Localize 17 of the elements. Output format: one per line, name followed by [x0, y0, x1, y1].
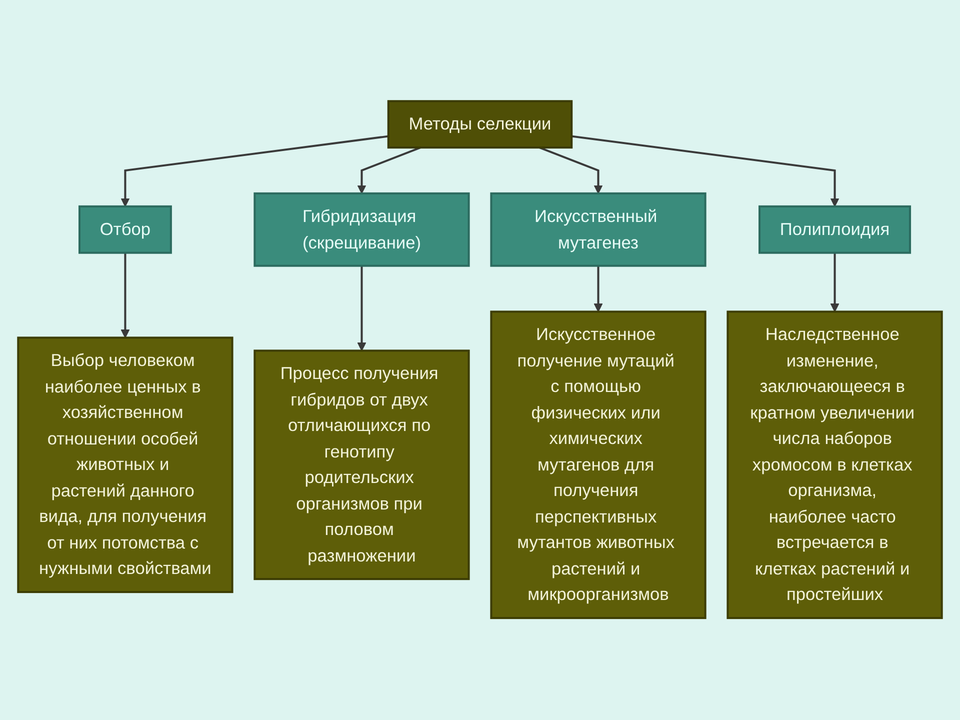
arrow [120, 136, 389, 208]
arrow [571, 136, 840, 208]
node-box: Полиплоидия [758, 206, 912, 254]
arrow [120, 253, 130, 338]
node-box: Наследственное изменение, заключающееся в кратном увеличении числа наборов хромосом в клетках организма, наиболее часто встречается в клетках растений и простейших [726, 311, 943, 620]
node-box: Выбор человеком наиболее ценных в хозяйственном отношении особей животных и растений данного вида, для получения от них потомства с нужными свойствами [17, 337, 234, 594]
arrow [357, 147, 421, 194]
node-box: Процесс получения гибридов от двух отличающихся по генотипу родительских организмов при половом размножении [254, 350, 470, 580]
node-box: Искусственное получение мутаций с помощью физических или химических мутагенов для получения перспективных мутантов животных растений и микроорганизмов [490, 311, 706, 620]
node-box: Отбор [78, 206, 172, 254]
arrow [357, 266, 366, 352]
node-box: Гибридизация (скрещивание) [254, 192, 470, 268]
node-box: Искусственный мутагенез [490, 192, 706, 268]
arrow [830, 253, 840, 312]
arrow [594, 266, 603, 312]
arrow [539, 147, 603, 194]
node-box: Методы селекции [387, 100, 573, 149]
